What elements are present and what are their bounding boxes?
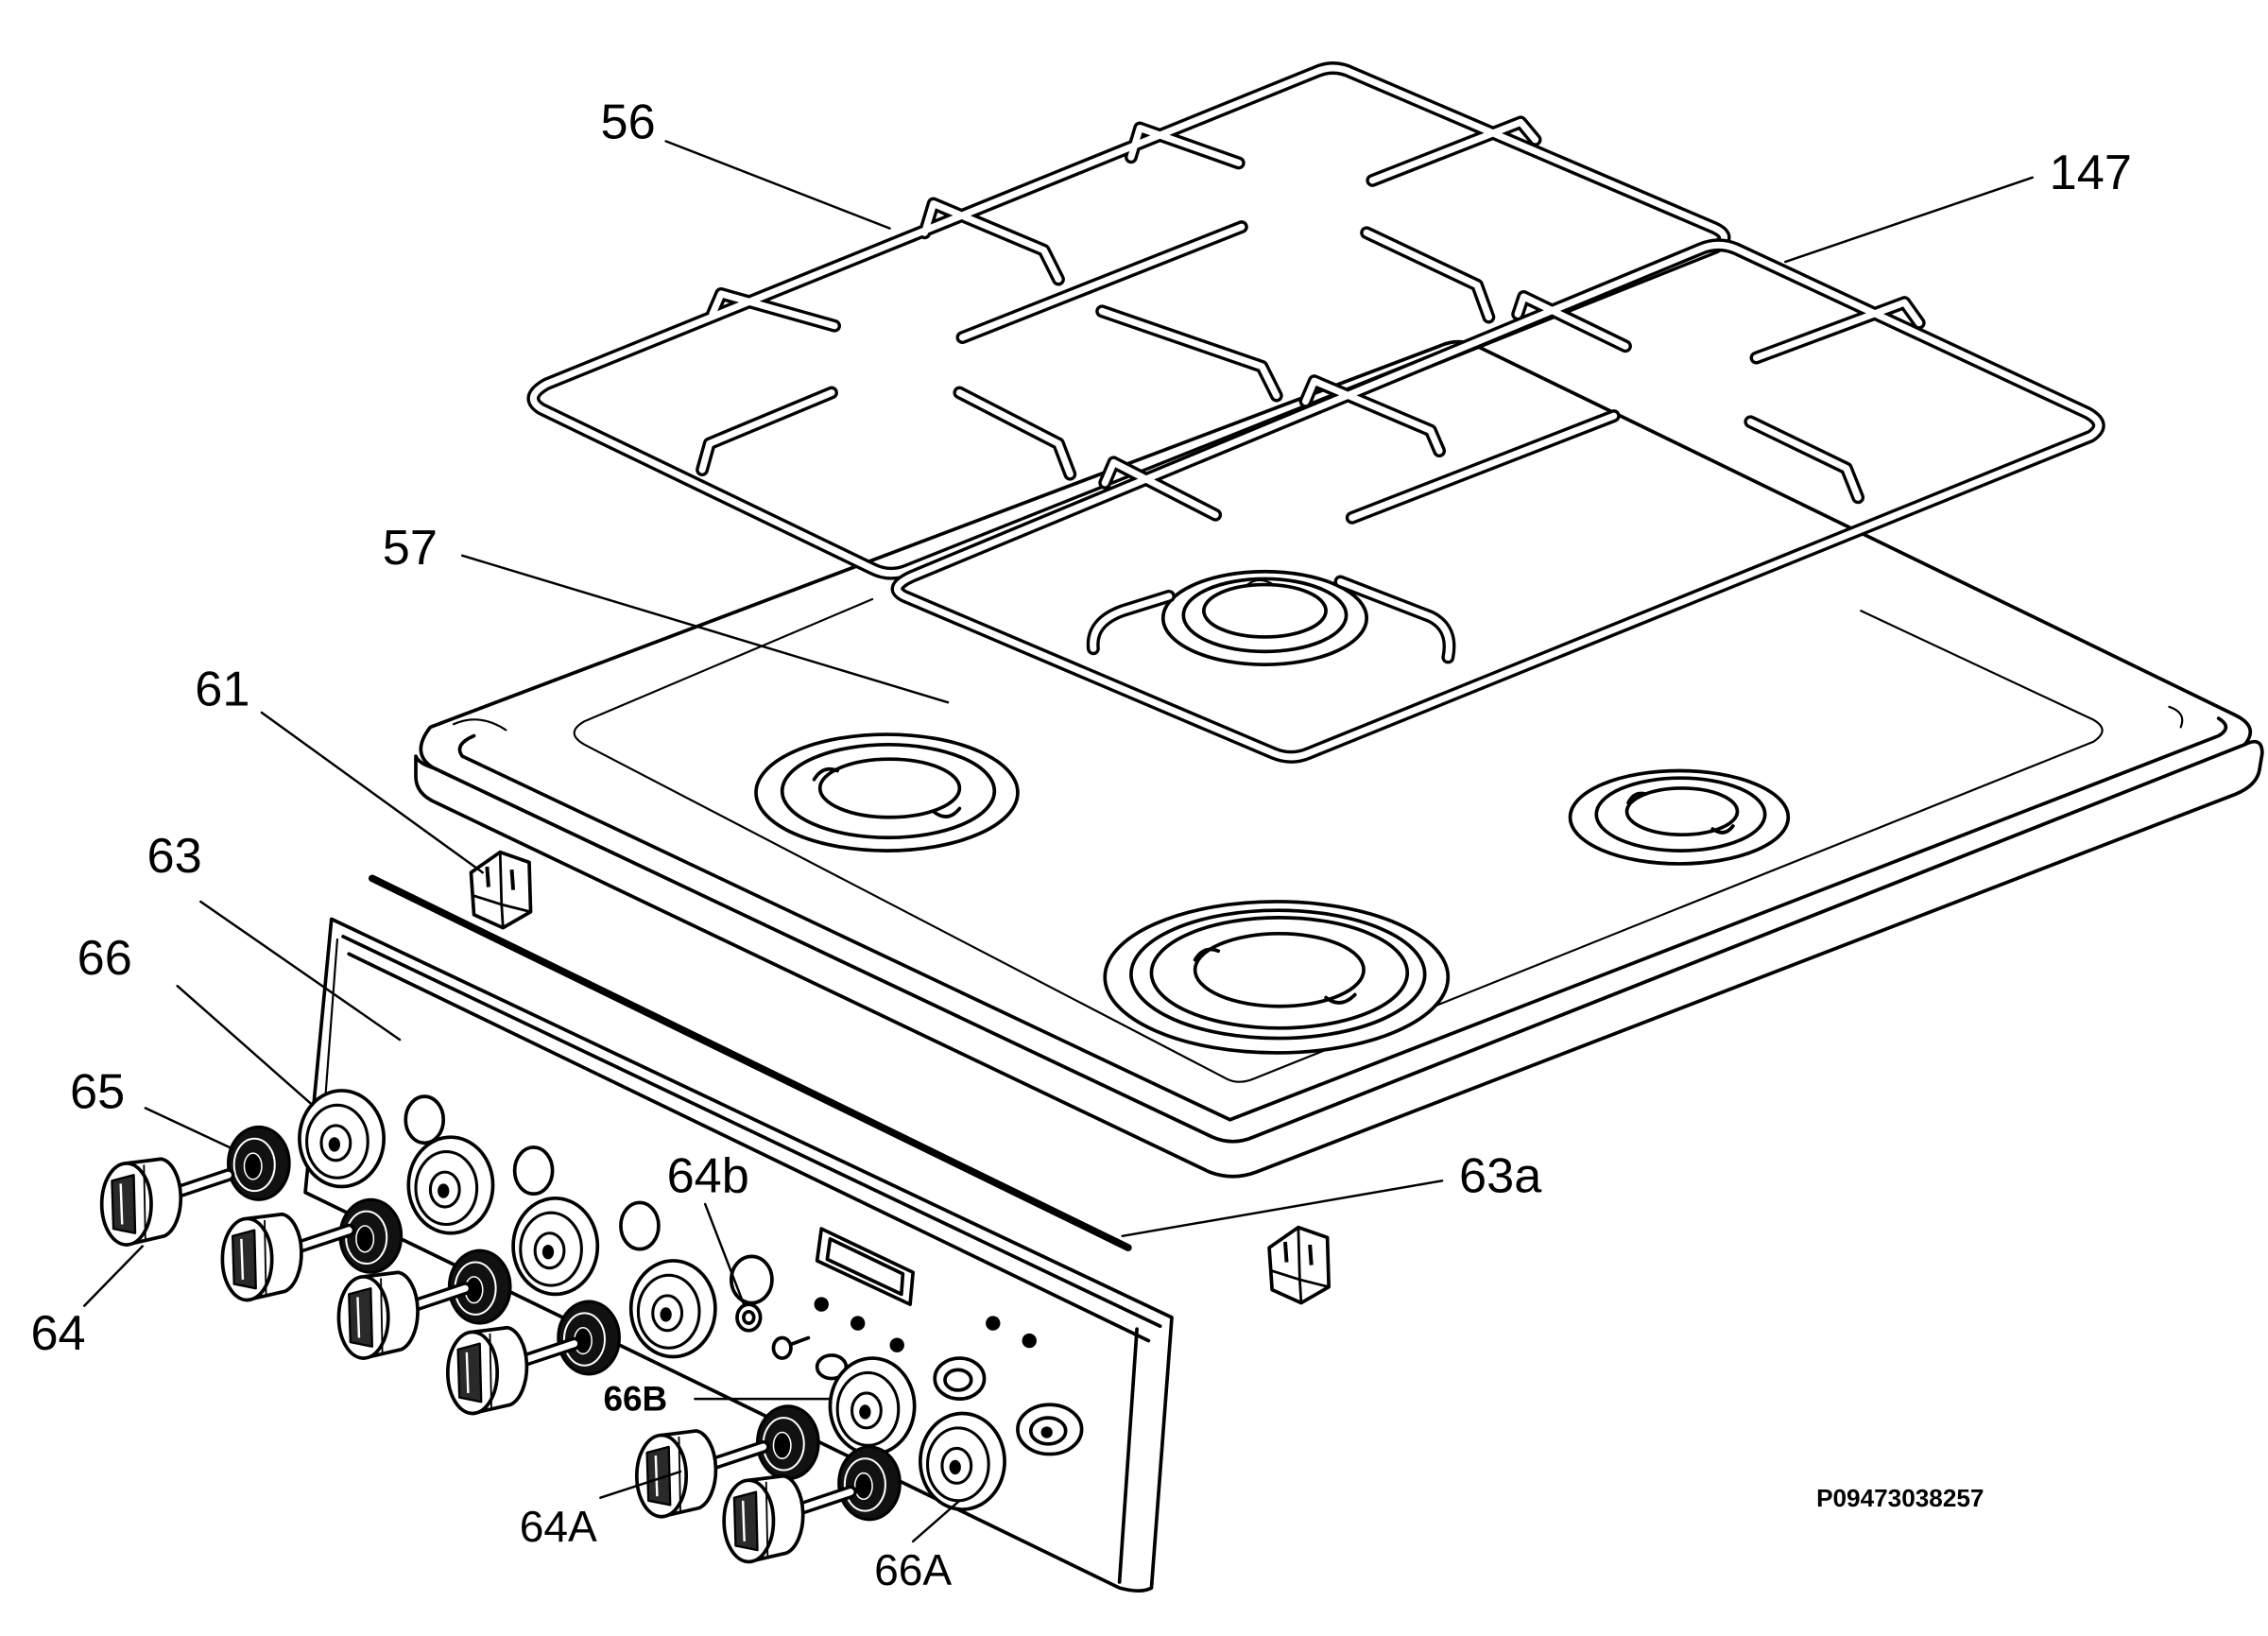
control-knob-6	[724, 1476, 850, 1562]
callout-147: 147	[2050, 146, 2132, 200]
control-knob-4	[448, 1328, 575, 1414]
knob-bezel-4	[628, 1259, 717, 1359]
small-ring	[933, 1356, 987, 1401]
callout-63a: 63a	[1459, 1149, 1542, 1204]
hob-top	[414, 339, 2264, 1179]
callout-64b: 64b	[667, 1149, 749, 1204]
knob-bezel-2	[406, 1135, 495, 1235]
indicator-dot-1	[814, 1297, 829, 1312]
burner-rear-ring-inner	[1181, 577, 1349, 654]
burner-left-cap	[817, 757, 962, 819]
leader-147	[1784, 176, 2034, 264]
control-knob-1	[102, 1159, 229, 1245]
trim-strip	[369, 874, 1132, 1251]
indicator-dot-4	[986, 1316, 1001, 1331]
clip-left	[469, 850, 533, 930]
burner-left-ring-inner	[780, 742, 997, 840]
display-window-inner	[825, 1237, 905, 1297]
burner-right-ring-inner	[1594, 776, 1767, 852]
leader-64b	[703, 1202, 746, 1307]
callout-65: 65	[70, 1064, 125, 1119]
burner-left-ring	[754, 732, 1020, 852]
leader-66	[176, 984, 314, 1107]
knob-spacer-4	[557, 1300, 621, 1376]
indicator-dot-5	[1022, 1333, 1037, 1349]
burner-front-cap	[1193, 931, 1366, 1008]
callout-57: 57	[383, 521, 438, 576]
leader-61	[260, 711, 484, 874]
leader-63a	[1121, 1180, 1444, 1238]
callout-63: 63	[147, 829, 202, 884]
control-panel-left-edge	[324, 938, 339, 1095]
burner-front-ring-inner	[1149, 916, 1410, 1030]
leader-65	[144, 1107, 234, 1150]
hob-top-inner-rim	[457, 716, 2228, 1122]
callout-64: 64	[30, 1306, 85, 1361]
leader-63	[199, 900, 402, 1042]
indicator-dot-2	[850, 1316, 866, 1331]
control-panel-top-lip-inner	[347, 952, 1151, 1343]
callout-64a: 64A	[520, 1502, 597, 1551]
knob-spacer-1	[227, 1125, 291, 1201]
callout-66: 66	[77, 931, 132, 986]
knob-spacer-6	[837, 1445, 902, 1522]
burner-left	[754, 732, 1020, 852]
hob-top-corner-detail	[452, 705, 2184, 732]
indicator-hole-2	[512, 1145, 555, 1197]
control-knob-3	[338, 1272, 465, 1358]
leader-66a	[911, 1499, 961, 1543]
display-window	[815, 1227, 915, 1306]
control-panel-top-lip	[341, 935, 1162, 1329]
callout-66b: 66B	[603, 1379, 667, 1418]
burner-right-notch	[1626, 791, 1735, 835]
burner-rear	[1160, 569, 1368, 667]
callout-56: 56	[601, 95, 656, 149]
callout-61: 61	[195, 662, 249, 716]
burner-front-ring	[1103, 900, 1451, 1055]
knob-bezel-66a	[918, 1411, 1006, 1511]
indicator-hole-1	[404, 1094, 446, 1145]
callout-66a: 66A	[874, 1545, 952, 1594]
hob-top-recess	[573, 597, 2104, 1083]
burner-left-notch	[812, 766, 962, 818]
burner-front	[1103, 900, 1451, 1055]
screw	[735, 1302, 811, 1360]
leader-56	[664, 140, 891, 230]
leader-57	[461, 554, 950, 704]
burner-front-notch	[1193, 947, 1357, 1005]
indicator-hole-3	[619, 1200, 661, 1251]
burner-rear-cap	[1202, 582, 1328, 639]
callout-labels: 56 147 57 61 63 66 65 64b 63a 64 66B 64A…	[30, 95, 2131, 1594]
drawing-code: P09473038257	[1816, 1484, 1984, 1512]
panel-button	[1016, 1403, 1084, 1456]
leader-lines	[83, 140, 2034, 1543]
leader-64	[83, 1245, 144, 1307]
leader-64a	[599, 1470, 682, 1499]
burner-right-cap	[1624, 786, 1740, 837]
clip-right	[1267, 1225, 1332, 1305]
hob-top-front-lip	[414, 739, 2264, 1179]
indicator-hole-4	[730, 1254, 774, 1305]
control-knob-2	[222, 1214, 349, 1300]
knob-bezel-3	[511, 1196, 600, 1297]
burner-front-ring-mid	[1129, 908, 1427, 1041]
indicator-dot-3	[889, 1337, 904, 1352]
burner-rear-notch	[1246, 578, 1275, 586]
knob-bezel-66b	[828, 1356, 917, 1456]
control-panel-end	[1117, 1327, 1139, 1584]
burner-right	[1568, 768, 1791, 866]
